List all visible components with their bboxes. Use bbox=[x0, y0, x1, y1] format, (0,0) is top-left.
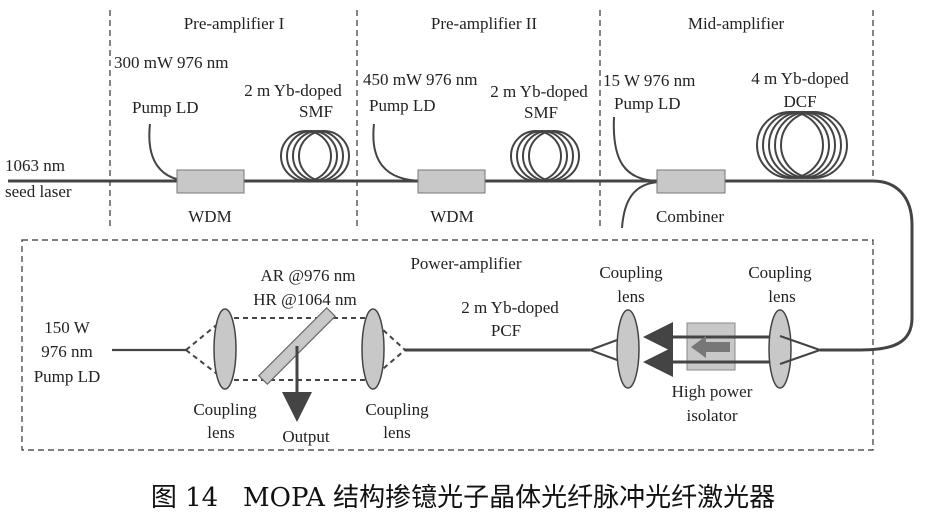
coupling-lens-2 bbox=[361, 308, 385, 390]
wdm-pre1 bbox=[176, 169, 245, 194]
mid-fiber-line1: 4 m Yb-doped bbox=[751, 69, 849, 88]
section-pre1-title: Pre-amplifier I bbox=[184, 14, 285, 33]
pre2-fiber-line2: SMF bbox=[524, 103, 558, 122]
power-pump-line1: 150 W bbox=[44, 318, 90, 337]
beam-from-fiber bbox=[779, 335, 821, 365]
mirror-label-line1: AR @976 nm bbox=[261, 266, 356, 285]
lens3-label-line2: lens bbox=[617, 287, 644, 306]
pre1-fiber-line2: SMF bbox=[299, 102, 333, 121]
pump-fiber-mid-upper bbox=[612, 116, 661, 182]
pre1-pump-power: 300 mW 976 nm bbox=[114, 53, 228, 72]
combiner-mid bbox=[656, 169, 726, 194]
pcf-label-line1: 2 m Yb-doped bbox=[461, 298, 559, 317]
section-pre2-title: Pre-amplifier II bbox=[431, 14, 538, 33]
power-pump-line3: Pump LD bbox=[34, 367, 101, 386]
isolator-beams bbox=[643, 322, 775, 377]
pre1-wdm-label: WDM bbox=[188, 207, 231, 226]
fiber-loop bbox=[820, 179, 914, 352]
pcf-label-line2: PCF bbox=[491, 321, 521, 340]
pre2-pump-power: 450 mW 976 nm bbox=[363, 70, 477, 89]
lens4-label-line1: Coupling bbox=[748, 263, 812, 282]
seed-laser-line2: seed laser bbox=[5, 182, 72, 201]
lens1-label-line1: Coupling bbox=[193, 400, 257, 419]
coupling-lens-1 bbox=[213, 308, 237, 390]
pre2-pump-name: Pump LD bbox=[369, 96, 436, 115]
pump-fiber-pre2 bbox=[372, 123, 425, 182]
mid-combiner-label: Combiner bbox=[656, 207, 724, 226]
mirror-label-line2: HR @1064 nm bbox=[253, 290, 357, 309]
pre2-fiber-line1: 2 m Yb-doped bbox=[490, 82, 588, 101]
pre1-pump-name: Pump LD bbox=[132, 98, 199, 117]
lens2-label-line1: Coupling bbox=[365, 400, 429, 419]
lens3-label-line1: Coupling bbox=[599, 263, 663, 282]
seed-laser-line1: 1063 nm bbox=[5, 156, 65, 175]
output-label: Output bbox=[282, 427, 330, 446]
isolator-label-line1: High power bbox=[672, 382, 753, 401]
coupling-lens-3 bbox=[616, 309, 640, 389]
figure-caption: 图 14 MOPA 结构掺镱光子晶体光纤脉冲光纤激光器 bbox=[151, 483, 775, 513]
fiber-coil-pre2 bbox=[510, 130, 580, 182]
isolator-label-line2: isolator bbox=[687, 406, 738, 425]
mid-pump-name: Pump LD bbox=[614, 94, 681, 113]
lens2-label-line2: lens bbox=[383, 423, 410, 442]
wdm-pre2 bbox=[417, 169, 486, 194]
section-power-title: Power-amplifier bbox=[410, 254, 521, 273]
pump-fiber-mid-lower bbox=[621, 181, 661, 229]
pre1-fiber-line1: 2 m Yb-doped bbox=[244, 81, 342, 100]
coupling-lens-4 bbox=[768, 309, 792, 389]
mid-fiber-line2: DCF bbox=[783, 92, 816, 111]
power-pump-line2: 976 nm bbox=[41, 342, 92, 361]
lens4-label-line2: lens bbox=[768, 287, 795, 306]
lens1-label-line2: lens bbox=[207, 423, 234, 442]
fiber-coil-pre1 bbox=[280, 130, 350, 182]
isolator-arrow bbox=[691, 336, 730, 358]
mid-pump-power: 15 W 976 nm bbox=[603, 71, 695, 90]
power-amplifier-box bbox=[21, 239, 874, 451]
pre2-wdm-label: WDM bbox=[430, 207, 473, 226]
section-dividers bbox=[109, 10, 874, 228]
fiber-coil-mid bbox=[756, 111, 848, 179]
section-mid-title: Mid-amplifier bbox=[688, 14, 785, 33]
